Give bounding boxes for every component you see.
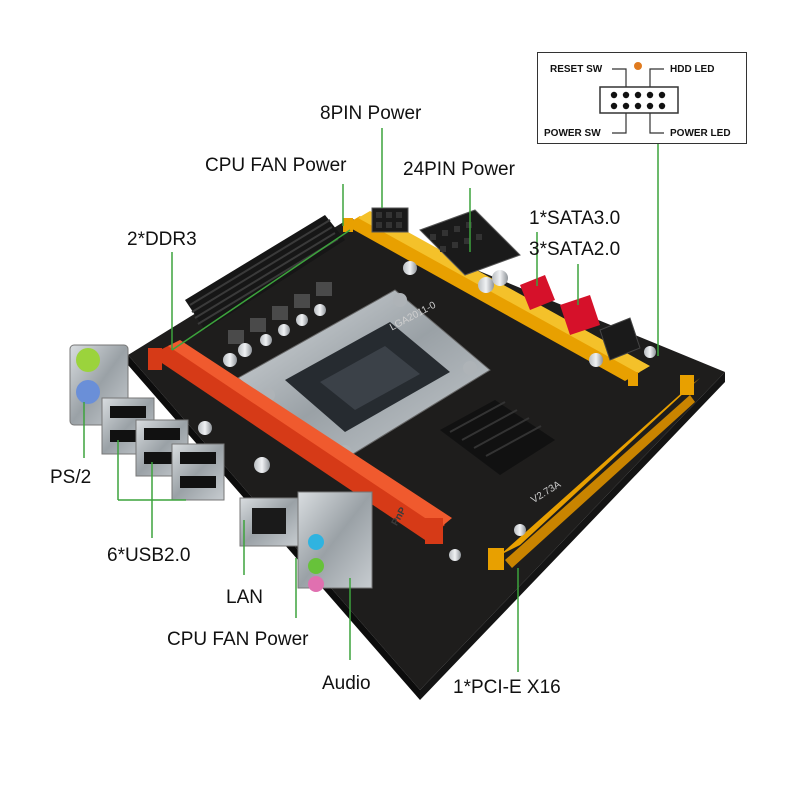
front-panel-pin-diagram: RESET SW HDD LED POWER SW POWER LED <box>537 52 747 144</box>
label-8pin-power: 8PIN Power <box>320 103 422 124</box>
label-usb: 6*USB2.0 <box>107 545 191 566</box>
front-panel-pin-graphic <box>599 62 679 134</box>
label-pcie: 1*PCI-E X16 <box>453 677 561 698</box>
eps-8pin <box>371 207 409 233</box>
label-ddr3: 2*DDR3 <box>127 229 197 250</box>
usb-ports <box>101 397 225 501</box>
label-lan: LAN <box>226 587 263 608</box>
vrm-components <box>223 282 332 367</box>
label-hdd-led: HDD LED <box>670 64 715 75</box>
label-power-sw: POWER SW <box>544 128 601 139</box>
label-sata2: 3*SATA2.0 <box>529 239 621 260</box>
label-cpu-fan-power-top: CPU FAN Power <box>205 155 347 176</box>
label-audio: Audio <box>322 673 371 694</box>
label-ps2: PS/2 <box>50 467 92 488</box>
chipset-heatsink <box>440 400 555 475</box>
label-24pin-power: 24PIN Power <box>403 159 515 180</box>
lan-port <box>239 497 299 547</box>
label-sata3: 1*SATA3.0 <box>529 208 621 229</box>
label-reset-sw: RESET SW <box>550 64 603 75</box>
label-cpu-fan-power-bottom: CPU FAN Power <box>167 629 309 650</box>
sata-ports <box>520 275 641 361</box>
red-slot <box>148 340 452 544</box>
board-capacitors <box>198 261 656 561</box>
audio-ports <box>297 491 373 592</box>
pcie-slot <box>488 375 700 570</box>
vrm-heatsink <box>185 215 345 330</box>
label-power-led: POWER LED <box>670 128 731 139</box>
callout-lines <box>83 128 659 672</box>
